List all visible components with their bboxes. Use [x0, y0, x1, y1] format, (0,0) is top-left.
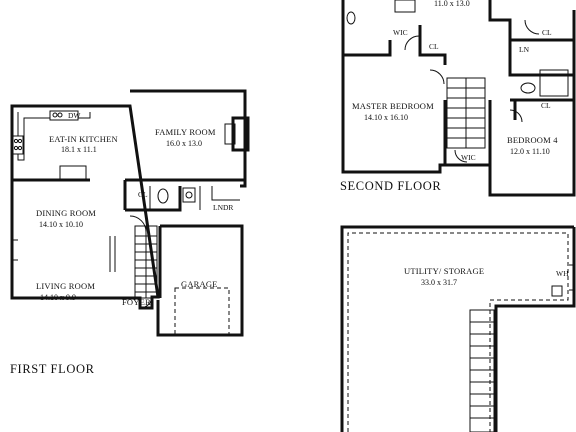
garage-door-outline [174, 287, 230, 335]
master-wic-label: WIC [461, 153, 476, 162]
master-bedroom-label: MASTER BEDROOM [352, 101, 434, 111]
tub [539, 69, 569, 97]
utility-storage-label: UTILITY/ STORAGE [404, 266, 484, 276]
living-room-label: LIVING ROOM [36, 281, 95, 291]
first-floor-stairs [134, 225, 158, 299]
basement-stairs [469, 309, 495, 432]
first-floor-plan: DW EAT-IN KITCHEN [10, 89, 250, 376]
family-room-label: FAMILY ROOM [155, 127, 216, 137]
basement-plan: UTILITY/ STORAGE 33.0 x 31.7 WH [340, 225, 576, 432]
family-room-dimensions: 16.0 x 13.0 [166, 139, 202, 148]
fireplace [231, 116, 250, 152]
closet-label: CL [138, 190, 148, 199]
upper-bedroom-dimensions: 11.0 x 13.0 [434, 0, 470, 8]
foyer-label: FOYER [122, 297, 151, 307]
dining-room-label: DINING ROOM [36, 208, 96, 218]
upper-bath-vanity [394, 0, 416, 13]
laundry-label: LNDR [213, 203, 233, 212]
water-heater-label: WH [556, 269, 569, 278]
second-floor-stairs [446, 77, 486, 149]
utility-storage-dimensions: 33.0 x 31.7 [421, 278, 457, 287]
bedroom4-closet-label: CL [541, 101, 551, 110]
upper-closet-label: CL [429, 42, 439, 51]
eat-in-kitchen-label: EAT-IN KITCHEN [49, 134, 118, 144]
basement-inner-dashed-wall [347, 232, 569, 432]
linen-label: LN [519, 45, 530, 54]
kitchen-island [59, 165, 87, 181]
bath-sink [520, 82, 536, 94]
master-bedroom-dimensions: 14.10 x 16.10 [364, 113, 408, 122]
toilet [157, 188, 169, 204]
range [12, 135, 24, 155]
second-floor-outer-wall [341, 0, 576, 197]
right-closet-label: CL [542, 28, 552, 37]
vanity [182, 187, 196, 203]
first-floor-title: FIRST FLOOR [10, 362, 95, 376]
kitchen-sink [49, 110, 79, 121]
eat-in-kitchen-dimensions: 18.1 x 11.1 [61, 145, 97, 154]
second-floor-plan: 11.0 x 13.0 WIC CL CL LN MASTER BEDROOM … [340, 0, 576, 197]
upper-wic-label: WIC [393, 28, 408, 37]
second-floor-title: SECOND FLOOR [340, 179, 441, 193]
bedroom4-dimensions: 12.0 x 11.10 [510, 147, 550, 156]
dw-label: DW [68, 111, 81, 120]
bedroom4-label: BEDROOM 4 [507, 135, 558, 145]
dining-room-dimensions: 14.10 x 10.10 [39, 220, 83, 229]
living-room-dimensions: 14.10 x 9.9 [40, 293, 76, 302]
water-heater [551, 285, 563, 297]
basement-outer-wall [340, 225, 574, 432]
garage-label: GARAGE [181, 279, 218, 289]
